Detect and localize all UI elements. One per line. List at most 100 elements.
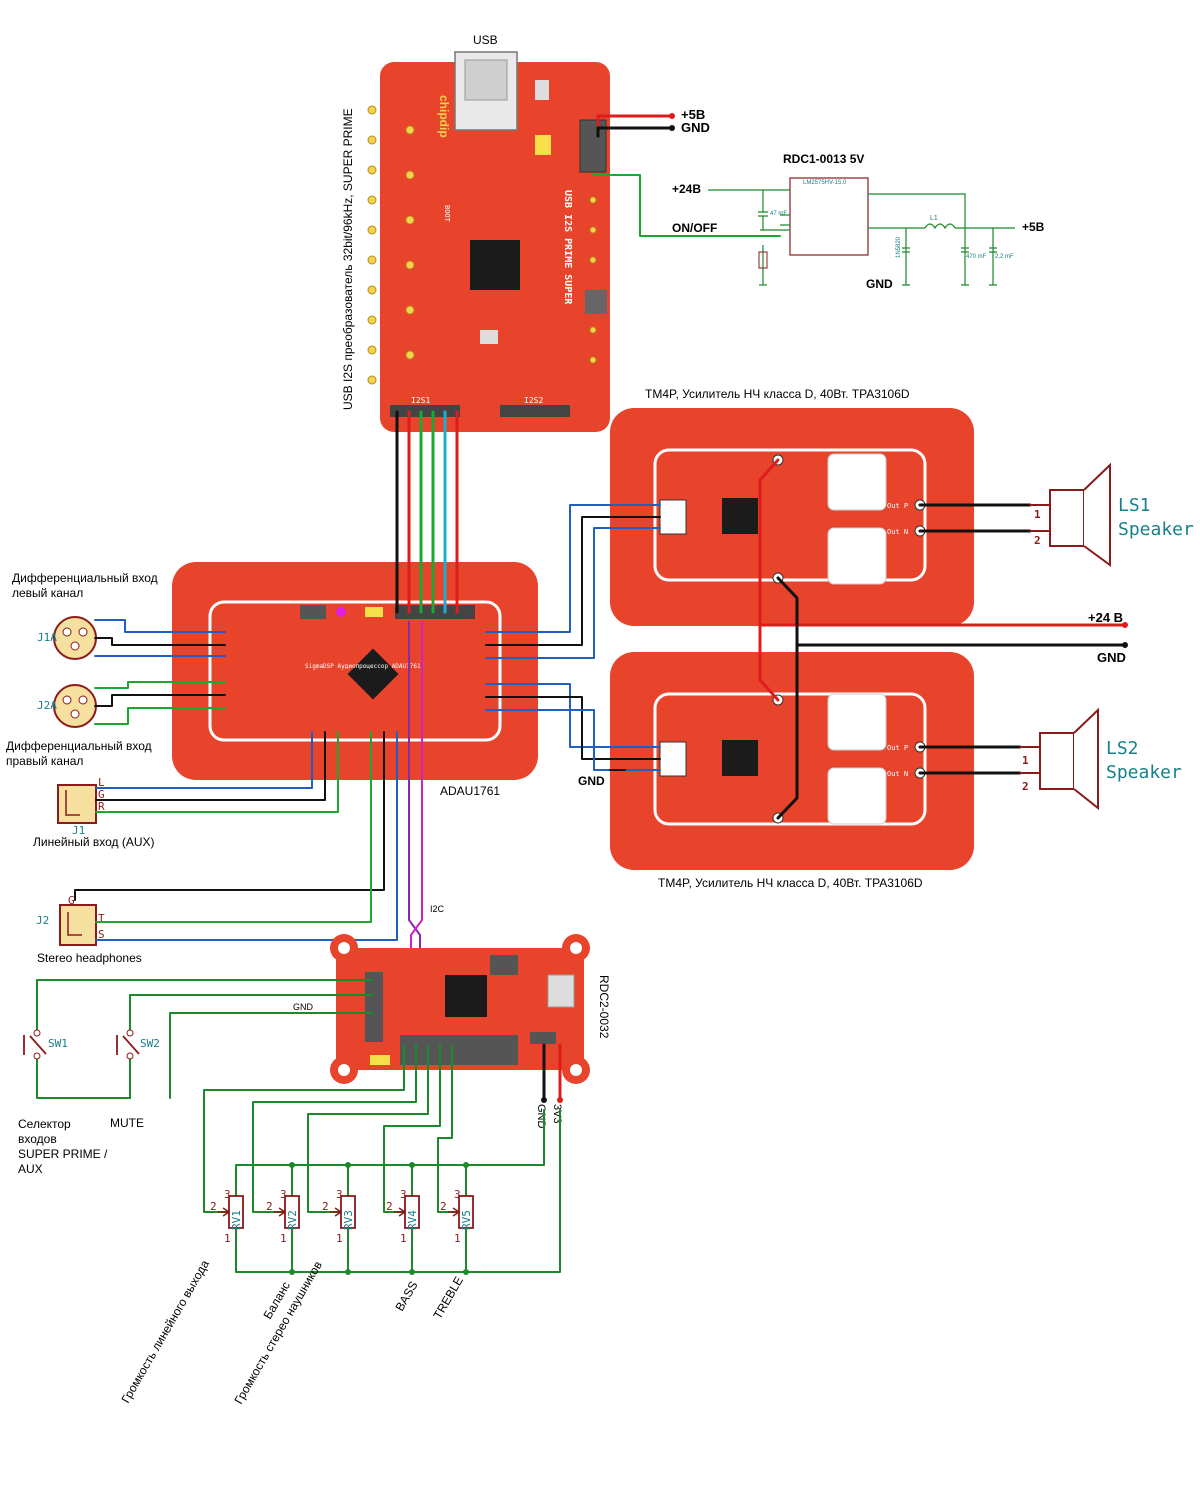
wire-rv4-wiper <box>383 1044 441 1213</box>
pot-rv4: RV4 3 2 1 <box>386 1164 420 1273</box>
aux-pin-g: G <box>98 788 105 801</box>
supply-gnd-label: GND <box>1097 650 1126 665</box>
j1a-label: J1A <box>37 631 57 644</box>
amp-bottom-chip <box>722 740 758 776</box>
rdc1-c2: 470 mF <box>966 254 987 260</box>
wire-amp-bottom-gnd <box>485 696 661 760</box>
rv5-pin2: 2 <box>440 1200 447 1213</box>
j2a-label: J2A <box>37 699 57 712</box>
amp-top-chip <box>722 498 758 534</box>
rv5-label: TREBLE <box>430 1274 465 1321</box>
wire-rv2-wiper <box>252 1044 417 1213</box>
gnd-left-label: GND <box>578 774 605 788</box>
usb-5v-label: +5В <box>681 107 705 122</box>
wire-j1a-1 <box>94 619 226 633</box>
wire-usb-5v <box>596 114 674 127</box>
diff-right-1: Дифференциальный вход <box>6 739 152 753</box>
rdc1-gnd-label: GND <box>866 277 893 291</box>
sw2-label: SW2 <box>140 1037 160 1050</box>
amp-bottom-board: Out P Out N <box>610 652 974 870</box>
usb-i2s-board: I2S1 I2S2 USB I2S PRIME SUPER chipdip BO… <box>367 51 610 432</box>
rdc2-chip <box>445 975 487 1017</box>
usb-side-label: USB I2S преобразователь 32bit/96kHz, SUP… <box>341 108 355 410</box>
ls1-pin2: 2 <box>1034 534 1041 547</box>
rdc1-chip-label: LM2575HV-15.0 <box>803 180 847 186</box>
aux-jack-j1: L G R J1 <box>57 776 105 837</box>
usb-silk-name: USB I2S PRIME SUPER <box>562 190 573 305</box>
rv3-pin3: 3 <box>336 1188 343 1201</box>
ls1-word: Speaker <box>1118 519 1194 540</box>
pot-rv1: RV1 3 2 1 <box>210 1164 244 1273</box>
rdc1-schematic: RDC1-0013 5V LM2575HV-15.0 +24В 47 mF L1… <box>672 152 1045 291</box>
pot-rv2: RV2 3 2 1 <box>266 1164 300 1273</box>
selector-line1: Селектор <box>18 1117 71 1131</box>
mute-label: MUTE <box>110 1116 144 1130</box>
rv2-pin3: 3 <box>280 1188 287 1201</box>
wire-rv3-wiper <box>307 1044 429 1213</box>
usb-label: USB <box>473 33 498 47</box>
rdc1-title: RDC1-0013 5V <box>783 152 864 166</box>
wire-hp-t <box>95 731 372 923</box>
speaker-ls2: 1 2 LS2 Speaker <box>918 707 1182 811</box>
wire-rv5-wiper <box>437 1044 459 1213</box>
amp-bottom-outn: Out N <box>887 770 908 778</box>
amp-top-board: Out P Out N <box>610 408 974 626</box>
rv4-ref: RV4 <box>406 1210 419 1230</box>
rv5-pin1: 1 <box>454 1232 461 1245</box>
rv1-label: Громкость линейного выхода <box>118 1257 212 1405</box>
wire-aux-l <box>95 731 313 789</box>
rv2-pin1: 1 <box>280 1232 287 1245</box>
rdc2-name: RDC2-0032 <box>597 975 611 1039</box>
xlr-j1a: J1A <box>37 616 97 660</box>
wire-amp-top-in2 <box>485 527 661 659</box>
rv3-ref: RV3 <box>342 1210 355 1230</box>
rv1-pin1: 1 <box>224 1232 231 1245</box>
rv1-pin2: 2 <box>210 1200 217 1213</box>
rdc1-chip <box>789 177 869 256</box>
ls2-pin1: 1 <box>1022 754 1029 767</box>
rv5-ref: RV5 <box>460 1210 473 1230</box>
diff-left-2: левый канал <box>12 586 83 600</box>
selector-line3: SUPER PRIME / <box>18 1147 108 1161</box>
rv4-pin2: 2 <box>386 1200 393 1213</box>
usb-pads <box>367 105 597 385</box>
wire-j1a-2 <box>94 637 226 646</box>
wire-rv1-wiper <box>203 1044 405 1213</box>
rdc2-gnd-pin: GND <box>535 1104 547 1129</box>
switch-sw2: SW2 <box>116 994 160 1099</box>
diff-left-1: Дифференциальный вход <box>12 571 158 585</box>
wire-amp-top-gnd <box>485 516 661 646</box>
bus-gnd <box>235 1109 545 1166</box>
rdc1-d1: 1N5820 <box>896 236 902 258</box>
xlr-j2a: J2A <box>37 684 97 728</box>
rdc1-c1: 47 mF <box>770 211 787 217</box>
ls1-name: LS1 <box>1118 495 1151 516</box>
aux-pin-r: R <box>98 800 105 813</box>
wire-usb-gnd <box>596 126 674 138</box>
rv5-pin3: 3 <box>454 1188 461 1201</box>
adau1761-chip <box>347 648 399 700</box>
amp-bottom-outp: Out P <box>887 744 908 752</box>
hp-pin-g: G <box>68 894 75 907</box>
adau1761-silk: SigmaDSP Аудиопроцессор ADAU1761 <box>305 663 421 670</box>
headphone-jack-j2: J2 G T S <box>36 894 105 946</box>
usb-chip <box>470 240 520 290</box>
usb-gnd-label: GND <box>681 120 710 135</box>
aux-ref: J1 <box>72 824 85 837</box>
adau1761-name: ADAU1761 <box>440 784 500 798</box>
usb-i2s2-label: I2S2 <box>524 396 543 405</box>
selector-line4: AUX <box>18 1162 43 1176</box>
rv4-pin3: 3 <box>400 1188 407 1201</box>
supply-24-label: +24 В <box>1088 610 1123 625</box>
rdc1-out-label: +5В <box>1022 220 1045 234</box>
rv1-ref: RV1 <box>230 1210 243 1230</box>
hp-ref: J2 <box>36 914 49 927</box>
usb-i2s1-label: I2S1 <box>411 396 430 405</box>
wire-hp-s <box>95 731 398 941</box>
speaker-ls1: 1 2 LS1 Speaker <box>918 462 1194 567</box>
ls2-name: LS2 <box>1106 738 1139 759</box>
wire-on-off <box>592 174 781 237</box>
ls2-pin2: 2 <box>1022 780 1029 793</box>
wire-gnd-amps <box>776 576 799 820</box>
